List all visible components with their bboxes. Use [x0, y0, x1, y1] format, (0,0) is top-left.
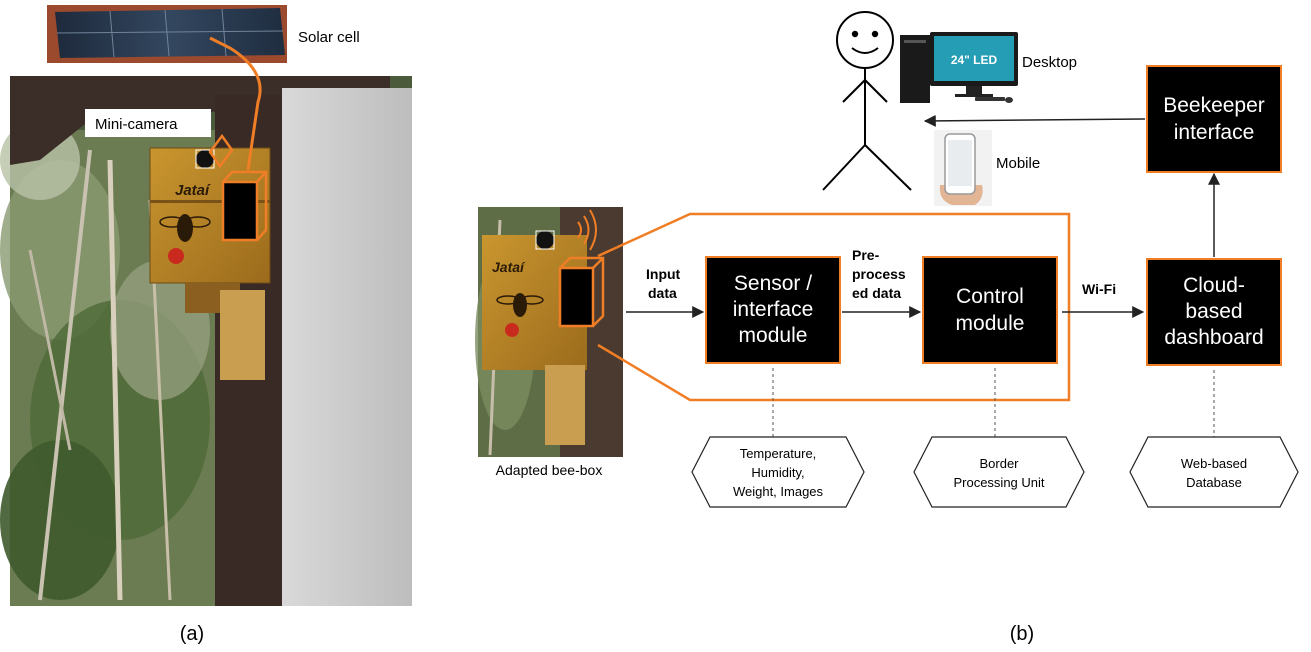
wifi-label: Wi-Fi [1082, 281, 1116, 297]
panel-a-photo: Solar cell Jataí [0, 5, 412, 606]
interface-to-user-arrow [925, 119, 1145, 121]
beebox-brand: Jataí [492, 259, 526, 275]
desktop-label: Desktop [1022, 54, 1077, 71]
desktop-icon: 24" LED [900, 32, 1018, 103]
input-label-2: data [648, 285, 677, 301]
border-hex-line-2: Processing Unit [953, 475, 1044, 490]
sensor-module-box: Sensor / interface module [706, 257, 840, 363]
database-hex-line-2: Database [1186, 475, 1242, 490]
white-wall [282, 88, 412, 606]
cloud-dashboard-line-2: based [1185, 300, 1242, 323]
input-label-1: Input [646, 266, 681, 282]
beekeeper-interface-line-2: interface [1174, 121, 1255, 144]
beekeeper-interface-line-1: Beekeeper [1163, 94, 1265, 117]
sensor-hex-line-3: Weight, Images [733, 484, 824, 499]
solar-cell-photo [47, 5, 287, 63]
sensor-module-line-3: module [739, 324, 808, 347]
control-module-box: Control module [923, 257, 1057, 363]
database-hexagon: Web-based Database [1130, 437, 1298, 507]
caption-a: (a) [180, 623, 204, 645]
cloud-dashboard-line-3: dashboard [1164, 326, 1263, 349]
caption-b: (b) [1010, 623, 1034, 645]
sensor-module-line-1: Sensor / [734, 272, 812, 295]
cloud-dashboard-box: Cloud- based dashboard [1147, 259, 1281, 365]
mobile-icon [934, 130, 992, 206]
sensor-data-hexagon: Temperature, Humidity, Weight, Images [692, 437, 864, 507]
beekeeper-user-icon [823, 12, 911, 190]
control-module-line-2: module [956, 312, 1025, 335]
camera-icon [536, 231, 554, 249]
mobile-label: Mobile [996, 155, 1040, 172]
border-unit-hexagon: Border Processing Unit [914, 437, 1084, 507]
monitor-text: 24" LED [951, 53, 998, 67]
box-brand: Jataí [175, 182, 211, 199]
sensor-hex-line-1: Temperature, [740, 446, 817, 461]
entrance-hole [168, 248, 184, 264]
database-hex-line-1: Web-based [1181, 456, 1247, 471]
preprocess-label-3: ed data [852, 285, 901, 301]
adapted-beebox-photo: Jataí [475, 207, 623, 457]
cloud-dashboard-line-1: Cloud- [1183, 274, 1245, 297]
beekeeper-interface-box: Beekeeper interface [1147, 66, 1281, 172]
preprocess-label-2: process [852, 266, 906, 282]
preprocess-label-1: Pre- [852, 247, 880, 263]
sensor-hex-line-2: Humidity, [751, 465, 804, 480]
solar-cell-label: Solar cell [298, 29, 360, 46]
beebox-label: Adapted bee-box [496, 462, 603, 478]
control-module-line-1: Control [956, 285, 1024, 308]
sensor-module-line-2: interface [733, 298, 814, 321]
mini-camera-label: Mini-camera [95, 116, 178, 133]
border-hex-line-1: Border [979, 456, 1019, 471]
